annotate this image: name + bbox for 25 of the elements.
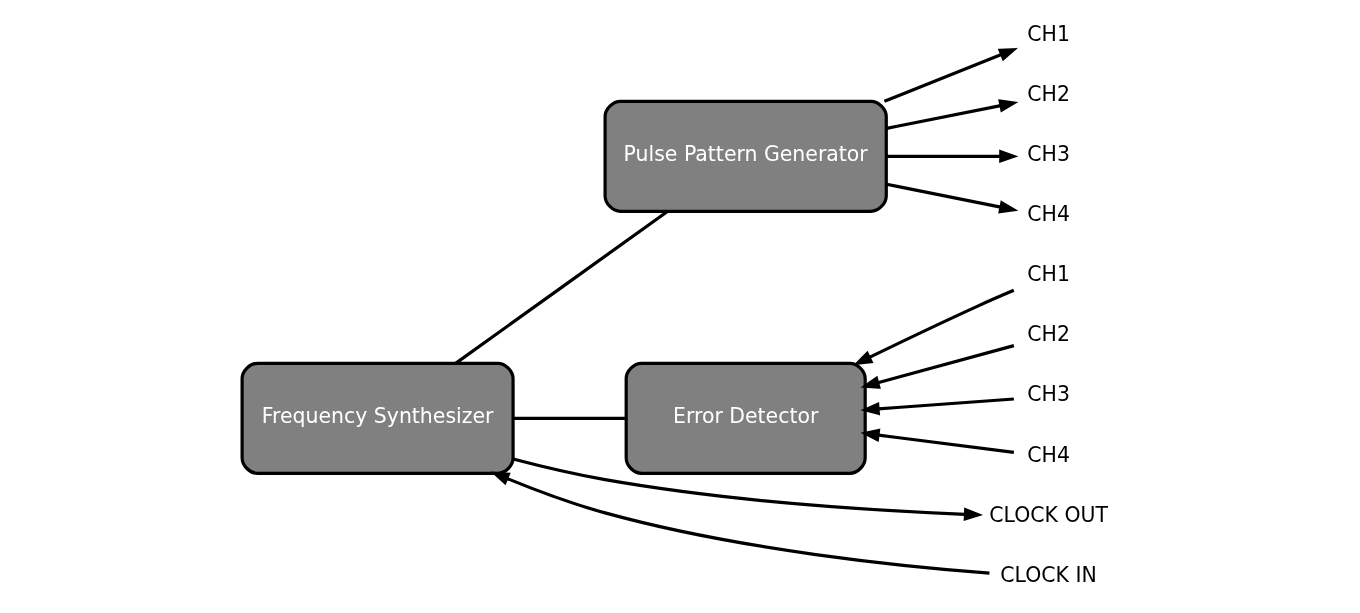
arrow [512,457,983,521]
arrow [885,99,1018,130]
node-box: Error Detector [624,361,867,475]
connector [454,210,668,365]
arrow [859,428,1014,454]
arrow [852,288,1014,366]
node-text: CH3 [1026,142,1070,167]
arrow [886,149,1018,164]
node-text: CH2 [1026,322,1070,347]
arrow [860,344,1014,389]
node-text: CH4 [1026,442,1070,467]
node-text: CH1 [1026,22,1070,47]
node-text: CH4 [1026,202,1070,227]
node-text: CH2 [1026,82,1070,107]
arrow [859,397,1014,416]
connector [512,416,626,420]
node-box: Frequency Synthesizer [240,361,515,475]
node-text: CLOCK IN [999,562,1097,587]
arrow [489,471,990,575]
node-text: CH1 [1026,262,1070,287]
arrow [883,47,1018,103]
node-text: CLOCK OUT [988,502,1108,527]
node-text: CH3 [1026,382,1070,407]
node-box: Pulse Pattern Generator [603,99,888,213]
arrow [885,182,1018,214]
